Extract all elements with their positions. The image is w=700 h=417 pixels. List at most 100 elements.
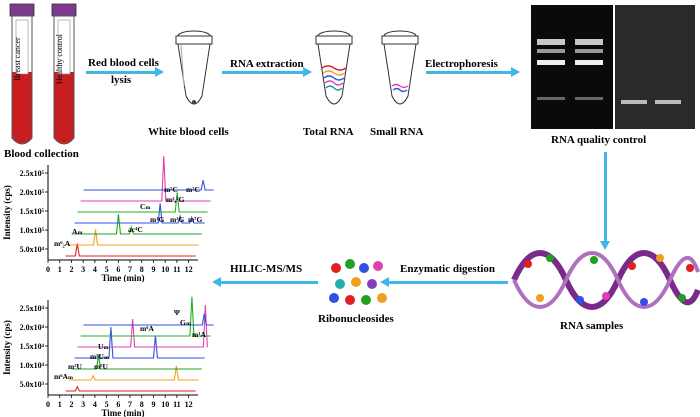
rna-strand — [511, 250, 700, 310]
trace-series — [74, 327, 205, 359]
trace-series — [80, 156, 211, 202]
total-rna-tube — [315, 30, 353, 105]
x-axis-label: Time (min) — [101, 408, 144, 417]
x-tick-label: 5 — [105, 265, 109, 274]
peak-label: m⁶A — [140, 324, 154, 333]
gel-image — [531, 5, 695, 129]
tube-label-breast: Breast cancer — [13, 37, 22, 81]
trace-series — [68, 229, 199, 246]
peak-label: Cₘ — [140, 202, 151, 211]
label-lysis-1: Red blood cells — [88, 57, 159, 69]
label-electrophoresis: Electrophoresis — [425, 58, 498, 70]
label-hilic: HILIC-MS/MS — [230, 263, 303, 275]
y-tick-label: 2.0x10⁴ — [20, 323, 45, 332]
x-tick-label: 3 — [81, 265, 85, 274]
peak-label: m⁵C — [164, 185, 178, 194]
y-axis-label: Intensity (cps) — [2, 320, 12, 375]
x-tick-label: 0 — [46, 265, 50, 274]
peak-label: m¹G — [150, 215, 164, 224]
label-blood-collection: Blood collection — [4, 148, 79, 160]
x-tick-label: 9 — [151, 265, 155, 274]
peak-label: Ψ — [174, 308, 180, 317]
label-ribonucleosides: Ribonucleosides — [318, 313, 394, 325]
ribonucleosides-cluster — [329, 259, 387, 305]
trace-series — [68, 365, 199, 381]
x-tick-label: 10 — [161, 265, 169, 274]
x-tick-label: 12 — [185, 265, 193, 274]
label-rna-samples: RNA samples — [560, 320, 624, 332]
y-tick-label: 2.0x10⁵ — [20, 188, 45, 197]
x-tick-label: 6 — [116, 265, 120, 274]
peak-label: m²G — [170, 215, 184, 224]
peak-label: Uₘ — [98, 342, 109, 351]
peak-label: m³C — [186, 185, 200, 194]
x-tick-label: 8 — [140, 400, 144, 409]
x-axis-label: Time (min) — [101, 273, 144, 282]
x-tick-label: 11 — [173, 265, 181, 274]
peak-label: m⁶Aₘ — [54, 372, 74, 381]
x-tick-label: 7 — [128, 265, 132, 274]
y-tick-label: 1.5x10⁵ — [20, 207, 45, 216]
peak-label: m⁷G — [188, 215, 202, 224]
x-tick-label: 2 — [69, 400, 73, 409]
x-tick-label: 10 — [161, 400, 169, 409]
x-tick-label: 6 — [116, 400, 120, 409]
peak-label: m¹A — [192, 330, 206, 339]
label-lysis-2: lysis — [111, 74, 132, 86]
peak-label: m²,²G — [166, 195, 185, 204]
arrow-hilic — [212, 277, 318, 287]
label-total-rna: Total RNA — [303, 126, 354, 138]
y-tick-label: 1.0x10⁵ — [20, 226, 45, 235]
peak-label: Gₘ — [180, 318, 192, 327]
label-rna-quality-control: RNA quality control — [551, 134, 647, 146]
x-tick-label: 5 — [105, 400, 109, 409]
y-tick-label: 2.5x10⁵ — [20, 169, 45, 178]
peak-label: m³U — [68, 362, 82, 371]
trace-series — [65, 385, 196, 392]
small-rna-tube — [381, 30, 419, 105]
blood-tubes — [9, 3, 77, 145]
trace-series — [83, 313, 214, 326]
arrow-electrophoresis — [426, 67, 520, 77]
x-tick-label: 1 — [58, 265, 62, 274]
arrow-down — [600, 152, 610, 250]
x-tick-label: 4 — [93, 400, 97, 409]
peak-label: Aₘ — [72, 227, 83, 236]
label-white-blood-cells: White blood cells — [148, 126, 229, 138]
x-tick-label: 3 — [81, 400, 85, 409]
x-tick-label: 8 — [140, 265, 144, 274]
label-enzymatic-digestion: Enzymatic digestion — [400, 263, 496, 275]
trace-series — [71, 354, 202, 370]
y-axis-label: Intensity (cps) — [2, 185, 12, 240]
trace-series — [77, 192, 208, 213]
x-tick-label: 7 — [128, 400, 132, 409]
tube-label-healthy: Healthy control — [55, 34, 64, 84]
trace-series — [74, 203, 205, 224]
x-tick-label: 2 — [69, 265, 73, 274]
x-tick-label: 12 — [185, 400, 193, 409]
peak-label: ac⁴C — [128, 225, 143, 234]
x-tick-label: 4 — [93, 265, 97, 274]
peak-label: m⁵U — [94, 362, 108, 371]
peak-label: m⁵Uₘ — [90, 352, 110, 361]
y-tick-label: 5.0x10⁴ — [20, 245, 45, 254]
white-cells-tube — [175, 30, 213, 105]
trace-series — [65, 243, 196, 257]
arrow-lysis — [86, 67, 164, 77]
x-tick-label: 0 — [46, 400, 50, 409]
y-tick-label: 1.5x10⁴ — [20, 342, 45, 351]
trace-series — [80, 296, 211, 337]
arrow-digestion — [380, 277, 508, 287]
peak-label: m⁶₂A — [54, 239, 71, 248]
x-tick-label: 1 — [58, 400, 62, 409]
x-tick-label: 11 — [173, 400, 181, 409]
arrow-rna-extraction — [222, 67, 312, 77]
y-tick-label: 2.5x10⁴ — [20, 304, 45, 313]
label-rna-extraction: RNA extraction — [230, 58, 304, 70]
label-small-rna: Small RNA — [370, 126, 424, 138]
trace-series — [77, 304, 208, 348]
x-tick-label: 9 — [151, 400, 155, 409]
y-tick-label: 5.0x10³ — [20, 380, 45, 389]
